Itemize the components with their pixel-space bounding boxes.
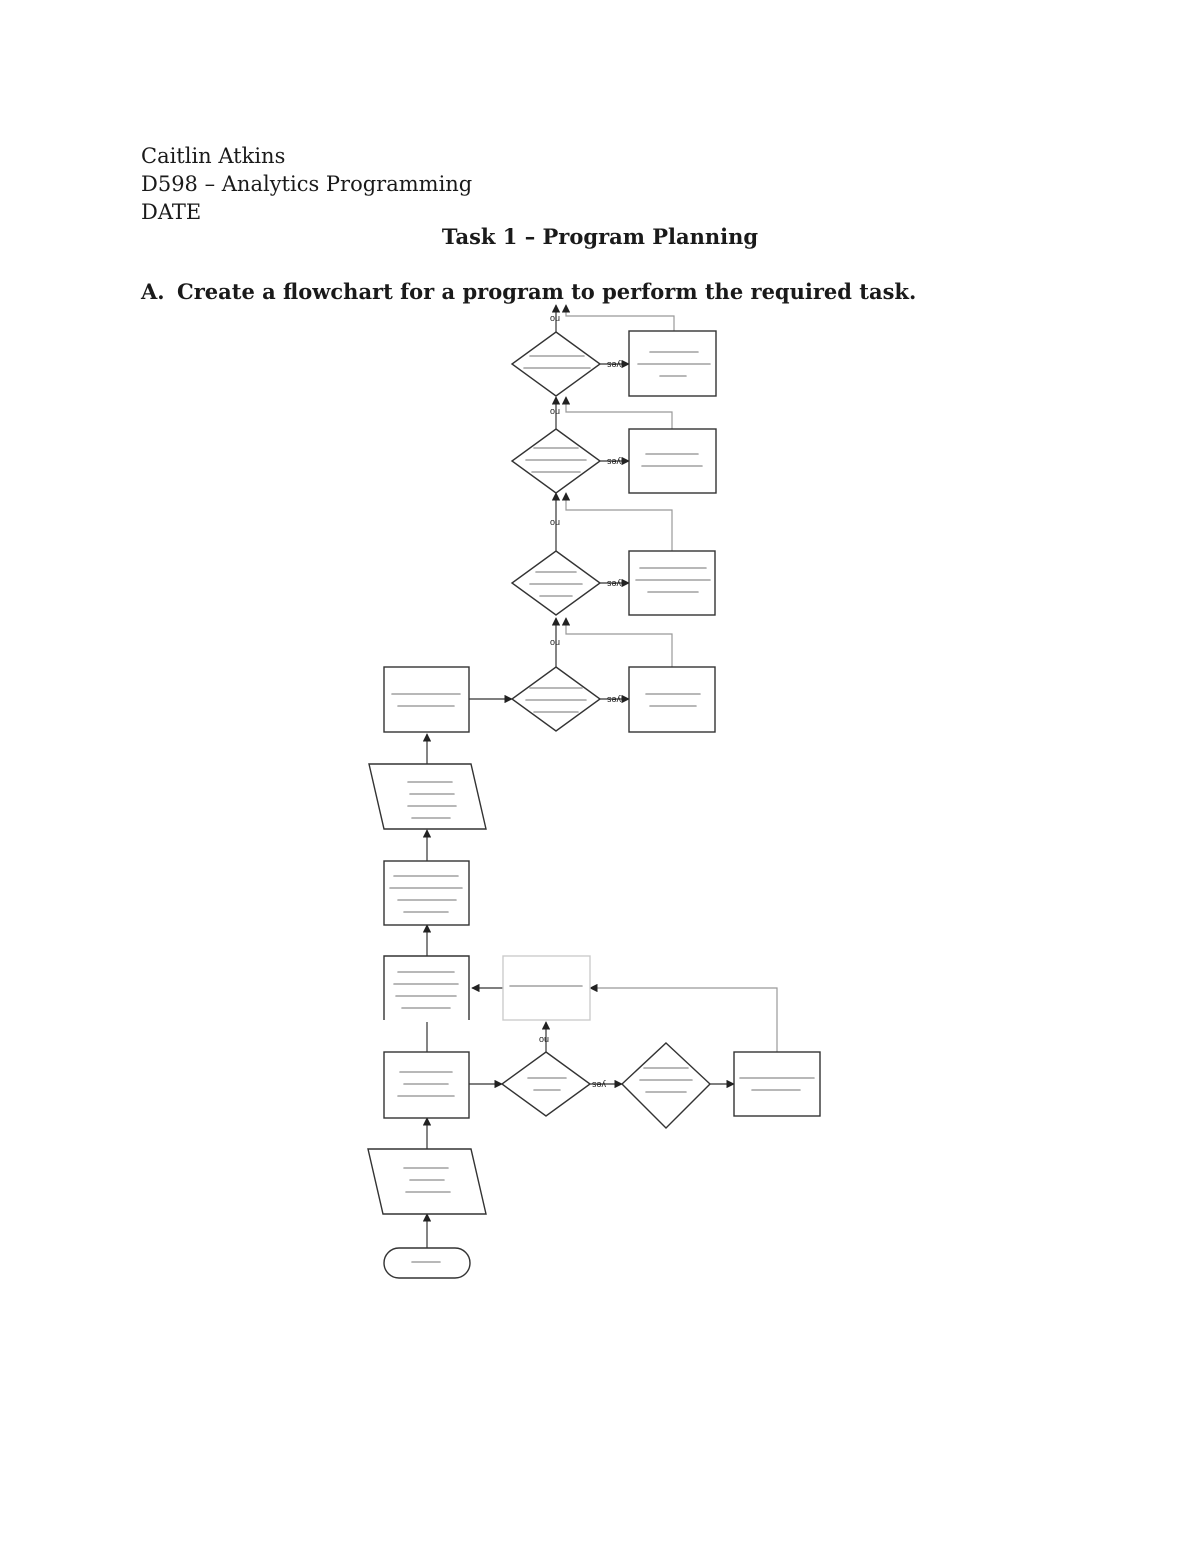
process-box-upper-3 <box>628 428 717 494</box>
connector-box-return <box>589 983 778 1052</box>
decision-upper-1 <box>510 666 602 732</box>
document-date: DATE <box>141 200 202 224</box>
branch-label-no-2: no <box>550 518 560 528</box>
note-box <box>502 955 591 1021</box>
author-name: Caitlin Atkins <box>141 144 286 168</box>
illegible-flowchart-text <box>389 351 815 1263</box>
process-box-2 <box>383 955 470 1020</box>
branch-label-yes-1: yes <box>606 695 621 705</box>
branch-label-yes-2: yes <box>606 579 621 589</box>
decision-lower-2 <box>620 1042 712 1129</box>
connector-d3-box-return <box>561 396 673 429</box>
connector-d2-box-return <box>561 492 673 551</box>
section-a-marker: A. <box>141 279 165 304</box>
branch-label-yes-3: yes <box>606 457 621 467</box>
decision-upper-2 <box>510 550 602 616</box>
process-box-4 <box>383 666 470 733</box>
section-a-heading-text: Create a flowchart for a program to perf… <box>177 279 917 304</box>
data-input-shape-2 <box>368 763 487 830</box>
decision-upper-4 <box>510 331 602 397</box>
branch-label-no-lower: no <box>539 1035 549 1045</box>
connector-d1-box-return <box>561 617 673 667</box>
course-name: D598 – Analytics Programming <box>141 172 473 196</box>
branch-label-no-3: no <box>550 407 560 417</box>
decision-upper-3 <box>510 428 602 494</box>
decision-lower-1 <box>500 1051 592 1117</box>
flowchart-shapes <box>367 330 821 1279</box>
connector-d4-box-return <box>561 304 675 331</box>
data-input-shape <box>367 1148 487 1215</box>
branch-label-no-1: no <box>550 638 560 648</box>
flowchart-connectors <box>422 304 778 1248</box>
branch-label-yes-lower: yes <box>591 1080 606 1090</box>
branch-label-yes-4: yes <box>606 360 621 370</box>
process-box-3 <box>383 860 470 926</box>
process-box-1 <box>383 1051 470 1119</box>
process-box-lower-right <box>733 1051 821 1117</box>
branch-label-no-4: no <box>550 314 560 324</box>
process-box-upper-1 <box>628 666 716 733</box>
start-terminator <box>383 1247 471 1279</box>
flowchart-branch-labels: yes no yes no yes no yes no yes no <box>539 314 621 1090</box>
task-title: Task 1 – Program Planning <box>441 224 759 249</box>
section-a-heading: A. Create a flowchart for a program to pe… <box>141 279 916 305</box>
process-box-upper-2 <box>628 550 716 616</box>
